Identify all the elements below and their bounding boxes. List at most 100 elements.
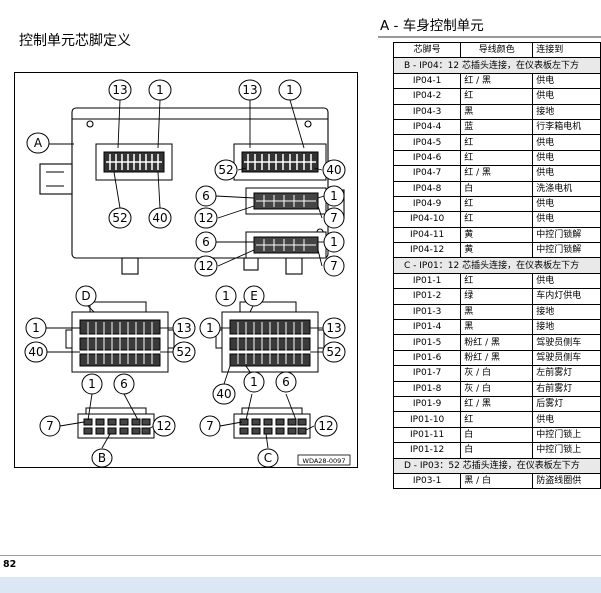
pin-cell: IP01-7 [392, 365, 462, 382]
connects-to-cell: 中控门锁上 [532, 442, 601, 459]
connects-to-cell: 供电 [532, 411, 601, 428]
svg-text:6: 6 [202, 189, 210, 203]
connector-plug-c [233, 407, 311, 439]
header-connects-to: 连接到 [532, 41, 601, 59]
connects-to-cell: 中控门锁解 [532, 242, 601, 259]
pin-cell: IP01-6 [392, 349, 462, 367]
connects-to-cell: 供电 [532, 134, 601, 151]
svg-text:6: 6 [282, 375, 290, 389]
svg-text:13: 13 [112, 83, 127, 97]
connector-socket-a3 [245, 187, 327, 215]
wire-color-cell: 灰 / 白 [460, 380, 534, 397]
svg-text:6: 6 [120, 377, 128, 391]
section-label: D - IP03：52 芯插头连接，在仪表板左下方 [393, 457, 601, 474]
svg-text:1: 1 [32, 321, 40, 335]
footer-rule [0, 555, 601, 556]
connects-to-cell: 接地 [532, 319, 601, 336]
wire-color-cell: 红 [460, 195, 534, 213]
connects-to-cell: 车内灯供电 [532, 288, 601, 305]
svg-text:1: 1 [330, 235, 338, 249]
table-section-row: C - IP01：12 芯插头连接，在仪表板左下方 [393, 257, 601, 274]
table-section-row: B - IP04：12 芯插头连接，在仪表板左下方 [393, 57, 601, 74]
pin-cell: IP04-9 [392, 195, 462, 213]
connector-socket-a1 [95, 143, 173, 181]
svg-text:1: 1 [222, 289, 230, 303]
pin-cell: IP01-12 [392, 442, 462, 459]
header-wire-color: 导线颜色 [460, 41, 534, 59]
svg-text:40: 40 [216, 387, 231, 401]
svg-text:52: 52 [326, 345, 341, 359]
table-section-row: D - IP03：52 芯插头连接，在仪表板左下方 [393, 457, 601, 474]
pin-cell: IP04-4 [392, 118, 462, 136]
connects-to-cell: 左前雾灯 [532, 365, 601, 382]
header-pin: 芯脚号 [392, 41, 462, 59]
connector-socket-a2 [233, 143, 327, 181]
pin-cell: IP01-10 [392, 411, 462, 428]
pin-cell: IP01-11 [392, 426, 462, 444]
wire-color-cell: 绿 [460, 288, 534, 305]
wire-color-cell: 红 [460, 149, 534, 167]
svg-text:12: 12 [198, 211, 213, 225]
section-label: B - IP04：12 芯插头连接，在仪表板左下方 [393, 57, 601, 74]
connects-to-cell: 供电 [532, 149, 601, 167]
connector-socket-a4 [245, 231, 327, 259]
svg-text:52: 52 [112, 211, 127, 225]
pin-cell: IP04-6 [392, 149, 462, 167]
pin-cell: IP04-2 [392, 88, 462, 105]
svg-text:1: 1 [88, 377, 96, 391]
pin-cell: IP01-9 [392, 395, 462, 413]
wire-color-cell: 蓝 [460, 118, 534, 136]
svg-text:1: 1 [206, 321, 214, 335]
pin-cell: IP04-1 [392, 72, 462, 90]
pin-cell: IP04-11 [392, 226, 462, 244]
svg-text:40: 40 [28, 345, 43, 359]
connects-to-cell: 中控门锁上 [532, 426, 601, 444]
connects-to-cell: 防盗线圈供 [532, 472, 601, 490]
wire-color-cell: 白 [460, 442, 534, 459]
svg-text:D: D [81, 289, 90, 303]
svg-text:12: 12 [156, 419, 171, 433]
connects-to-cell: 驾驶员侧车 [532, 349, 601, 367]
pin-cell: IP04-12 [392, 242, 462, 259]
connects-to-cell: 供电 [532, 195, 601, 213]
wire-color-cell: 红 / 黑 [460, 72, 534, 90]
svg-text:1: 1 [250, 375, 258, 389]
svg-text:B: B [98, 451, 106, 465]
svg-text:C: C [264, 451, 272, 465]
pin-cell: IP04-5 [392, 134, 462, 151]
wire-color-cell: 黄 [460, 226, 534, 244]
svg-text:13: 13 [242, 83, 257, 97]
pin-cell: IP03-1 [392, 472, 462, 490]
wire-color-cell: 白 [460, 426, 534, 444]
connects-to-cell: 后雾灯 [532, 395, 601, 413]
wire-color-cell: 粉红 / 黑 [460, 334, 534, 351]
pin-cell: IP04-7 [392, 165, 462, 182]
svg-text:13: 13 [326, 321, 341, 335]
wire-color-cell: 红 [460, 88, 534, 105]
svg-text:E: E [250, 289, 258, 303]
pin-cell: IP01-1 [392, 272, 462, 290]
svg-text:6: 6 [202, 235, 210, 249]
svg-text:40: 40 [326, 163, 341, 177]
image-code: WDA28-0097 [303, 457, 346, 465]
